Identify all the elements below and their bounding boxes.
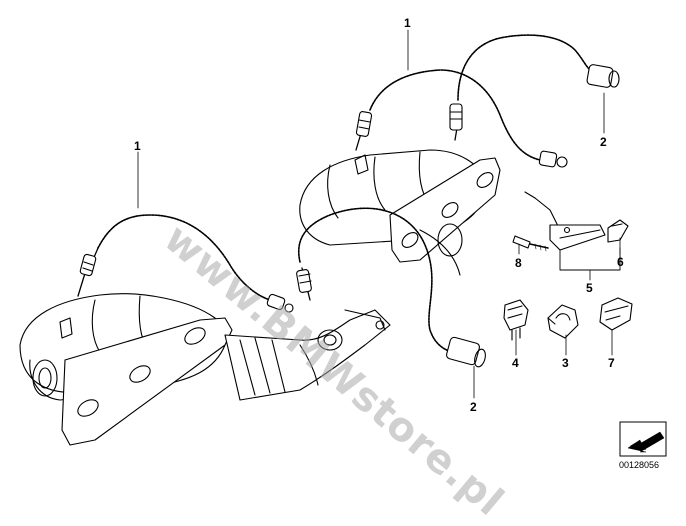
top-oxygen-sensor-b [449,34,620,141]
top-oxygen-sensor-a [355,69,568,168]
right-exhaust-manifold [299,149,501,276]
middle-oxygen-sensor [296,207,486,368]
callout-6: 6 [617,255,624,269]
arrow-down-left-icon [619,421,667,457]
clip-part-7 [599,297,633,331]
callout-4: 4 [512,356,519,370]
parts-diagram [19,29,667,457]
callout-7: 7 [608,356,615,370]
clip-part-4 [503,299,529,341]
callout-5: 5 [586,281,593,295]
left-exhaust-manifold [19,293,391,446]
callout-1-left: 1 [134,139,141,153]
diagram-id: 00128056 [619,460,660,470]
leader-lines [137,29,621,399]
callout-8: 8 [515,256,522,270]
callout-3: 3 [562,356,569,370]
clip-part-3 [547,304,579,339]
bracket-assembly [524,191,629,271]
callout-2-top: 2 [600,135,607,149]
left-oxygen-sensor [77,214,294,313]
callout-2-bottom: 2 [470,400,477,414]
bolt-part [512,235,549,252]
callout-1-top: 1 [404,16,411,30]
